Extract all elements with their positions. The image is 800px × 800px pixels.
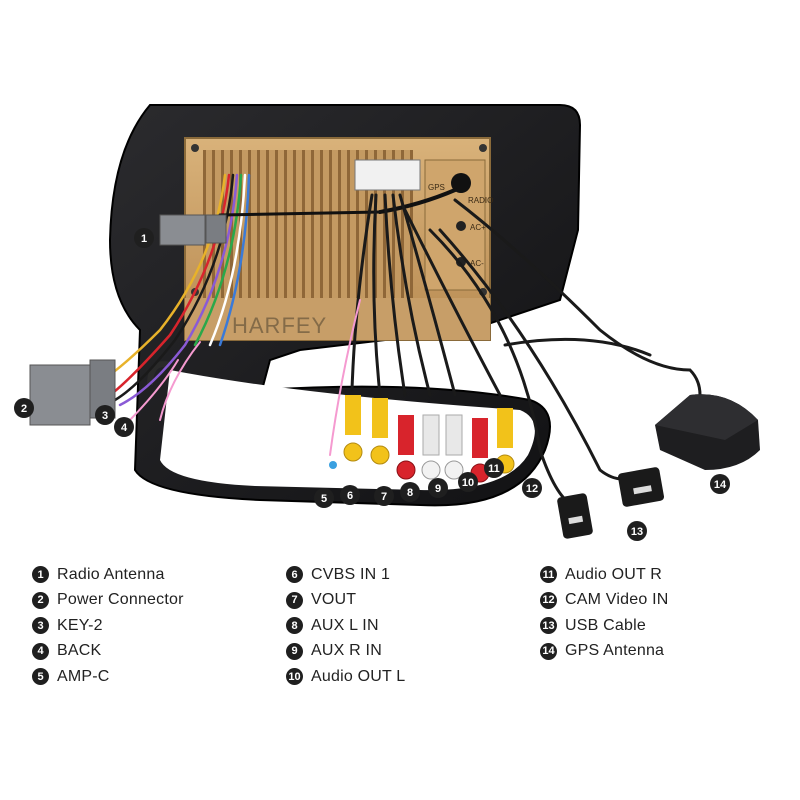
connector-blocks — [29, 214, 227, 426]
legend-label: AUX R IN — [311, 642, 382, 660]
callout-badge-10: 10 — [462, 477, 474, 489]
rca-plugs — [329, 395, 515, 483]
legend-label: USB Cable — [565, 616, 646, 634]
legend-item: 5 AMP-C — [32, 664, 184, 690]
ac-minus-label: AC- — [470, 259, 484, 268]
product-photo: RADIO GPS AC+ AC- HARFEY — [14, 104, 760, 541]
legend-label: CVBS IN 1 — [311, 565, 391, 583]
callout-badge-2: 2 — [21, 403, 27, 415]
legend-item: 6 CVBS IN 1 — [286, 562, 405, 588]
legend-column-3: 11 Audio OUT R 12 CAM Video IN 13 USB Cable… — [540, 562, 668, 664]
legend-badge: 3 — [32, 617, 49, 635]
callout-badge-1: 1 — [141, 233, 147, 245]
legend-badge: 10 — [286, 668, 303, 686]
legend-label: CAM Video IN — [565, 591, 669, 609]
callout-badge-5: 5 — [321, 493, 327, 505]
legend-item: 12 CAM Video IN — [540, 588, 668, 614]
legend-item: 10 Audio OUT L — [286, 664, 405, 690]
legend-badge: 6 — [286, 566, 303, 584]
legend-item: 7 VOUT — [286, 588, 405, 614]
ac-plus-label: AC+ — [470, 223, 486, 232]
legend-badge: 13 — [540, 617, 557, 635]
legend-label: Radio Antenna — [57, 565, 165, 583]
legend-item: 14 GPS Antenna — [540, 639, 668, 665]
callout-badge-8: 8 — [407, 487, 413, 499]
legend-badge: 7 — [286, 591, 303, 609]
legend-item: 8 AUX L IN — [286, 613, 405, 639]
legend-badge: 1 — [32, 566, 49, 584]
callout-badge-14: 14 — [714, 479, 727, 491]
legend-label: GPS Antenna — [565, 642, 665, 660]
legend-badge: 11 — [540, 566, 557, 584]
legend-badge: 4 — [32, 642, 49, 660]
legend-label: BACK — [57, 642, 102, 660]
legend-item: 3 KEY-2 — [32, 613, 184, 639]
callout-badge-12: 12 — [526, 483, 538, 495]
usb-cables — [557, 467, 664, 539]
legend-item: 13 USB Cable — [540, 613, 668, 639]
legend-item: 1 Radio Antenna — [32, 562, 184, 588]
photo-callout-badges: 1 2 3 4 5 6 7 8 9 10 11 12 13 14 — [14, 228, 730, 541]
gps-port-label: GPS — [428, 183, 445, 192]
legend-badge: 2 — [32, 591, 49, 609]
callout-badge-7: 7 — [381, 491, 387, 503]
legend-badge: 8 — [286, 617, 303, 635]
legend-label: KEY-2 — [57, 616, 103, 634]
legend-item: 2 Power Connector — [32, 588, 184, 614]
callout-badge-11: 11 — [488, 463, 500, 475]
legend-label: Audio OUT L — [311, 667, 406, 685]
callout-badge-6: 6 — [347, 490, 353, 502]
legend-column-1: 1 Radio Antenna 2 Power Connector 3 KEY-2 4… — [32, 562, 184, 690]
gps-antenna — [655, 394, 760, 470]
legend-label: Power Connector — [57, 591, 184, 609]
legend-item: 11 Audio OUT R — [540, 562, 668, 588]
callout-badge-3: 3 — [102, 410, 108, 422]
callout-badge-13: 13 — [631, 526, 643, 538]
legend-badge: 12 — [540, 591, 557, 609]
callout-badge-4: 4 — [121, 422, 128, 434]
brand-watermark: HARFEY — [232, 313, 327, 338]
legend-label: AMP-C — [57, 667, 110, 685]
legend-badge: 5 — [32, 668, 49, 686]
legend-badge: 14 — [540, 642, 557, 660]
callout-legend: 1 Radio Antenna 2 Power Connector 3 KEY-2 4… — [0, 562, 800, 692]
legend-column-2: 6 CVBS IN 1 7 VOUT 8 AUX L IN 9 AUX R IN 10 A… — [286, 562, 405, 690]
legend-label: Audio OUT R — [565, 565, 663, 583]
callout-badge-9: 9 — [435, 483, 441, 495]
legend-label: VOUT — [311, 591, 357, 609]
legend-label: AUX L IN — [311, 616, 379, 634]
legend-badge: 9 — [286, 642, 303, 660]
radio-port-label: RADIO — [468, 196, 493, 205]
legend-item: 9 AUX R IN — [286, 639, 405, 665]
legend-item: 4 BACK — [32, 639, 184, 665]
